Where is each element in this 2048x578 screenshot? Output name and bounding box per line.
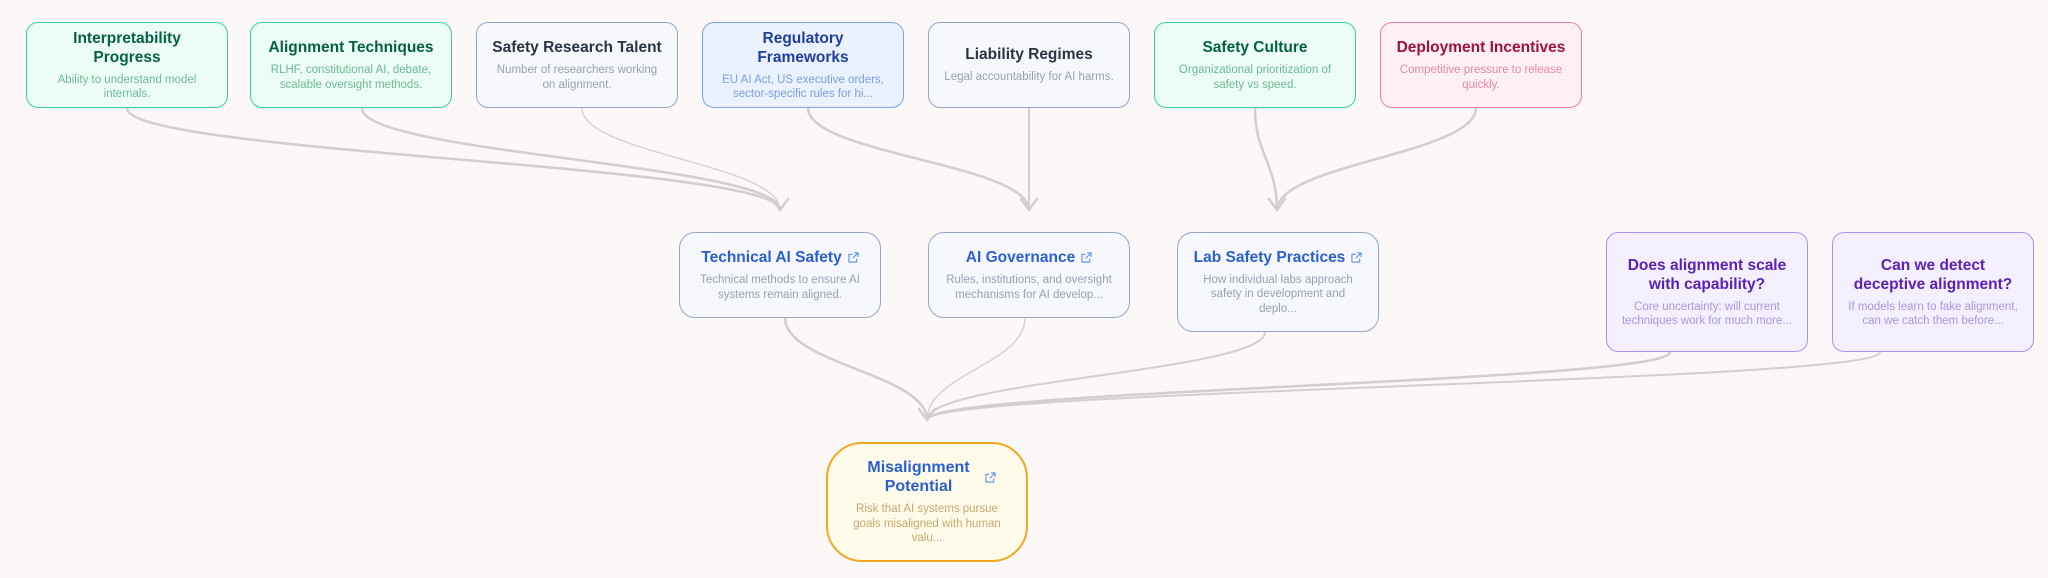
node-title: Safety Culture [1202, 39, 1308, 56]
node-title: Technical AI Safety [701, 249, 842, 266]
edge-deceptive-alignment-to-misalignment [926, 351, 1881, 421]
arrowhead-lab-practices [1267, 197, 1287, 212]
node-safety-culture[interactable]: Safety Culture Organizational prioritiza… [1154, 22, 1356, 108]
node-title: Liability Regimes [965, 46, 1093, 64]
arrowhead-technical-safety [770, 197, 790, 212]
node-title: Does alignment scale with capability? [1627, 256, 1787, 293]
node-title: Safety Research Talent [492, 39, 662, 56]
edge-interpretability-to-technical-safety [125, 106, 782, 212]
node-description: How individual labs approach safety in d… [1203, 273, 1353, 315]
edge-deployment-incentives-to-lab-practices [1275, 106, 1478, 212]
arrowhead-misalignment [917, 407, 937, 422]
node-ai-governance[interactable]: AI Governance Rules, institutions, and o… [928, 232, 1130, 318]
node-alignment-techniques[interactable]: Alignment Techniques RLHF, constitutiona… [250, 22, 452, 108]
edge-ai-governance-to-misalignment [926, 317, 1026, 421]
edge-alignment-scale-to-misalignment [925, 350, 1672, 422]
node-technical-ai-safety[interactable]: Technical AI Safety Technical methods to… [679, 232, 881, 318]
node-title: Deployment Incentives [1396, 39, 1566, 56]
node-title: Lab Safety Practices [1193, 248, 1346, 266]
edge-lab-practices-to-misalignment [926, 331, 1266, 421]
node-lab-safety-practices[interactable]: Lab Safety Practices How individual labs… [1177, 232, 1379, 332]
arrowhead-ai-governance [1019, 197, 1039, 212]
node-liability-regimes[interactable]: Liability Regimes Legal accountability f… [928, 22, 1130, 108]
node-title: Alignment Techniques [268, 39, 434, 56]
node-title: Interpretability Progress [73, 29, 181, 66]
node-description: Technical methods to ensure AI systems r… [700, 274, 860, 301]
external-link-icon[interactable] [1081, 252, 1092, 263]
node-title: Misalignment Potential [867, 459, 970, 496]
node-title: Can we detect deceptive alignment? [1853, 256, 2013, 293]
node-description: Risk that AI systems pursue goals misali… [853, 503, 1001, 545]
node-interpretability-progress[interactable]: Interpretability Progress Ability to und… [26, 22, 228, 108]
node-does-alignment-scale[interactable]: Does alignment scale with capability? Co… [1606, 232, 1808, 352]
node-description: Ability to understand model internals. [57, 73, 197, 101]
edge-regulatory-to-ai-governance [806, 106, 1031, 212]
node-description: If models learn to fake alignment, can w… [1848, 300, 2018, 328]
node-detect-deceptive-alignment[interactable]: Can we detect deceptive alignment? If mo… [1832, 232, 2034, 352]
edge-safety-culture-to-lab-practices [1253, 106, 1279, 212]
node-description: Rules, institutions, and oversight mecha… [946, 274, 1112, 301]
external-link-icon[interactable] [984, 472, 996, 483]
external-link-icon[interactable] [1351, 252, 1362, 263]
external-link-icon[interactable] [848, 252, 859, 263]
node-description: Organizational prioritization of safety … [1178, 64, 1332, 91]
node-description: Number of researchers working on alignme… [496, 64, 658, 91]
node-description: Competitive pressure to release quickly. [1399, 64, 1563, 91]
edge-technical-safety-to-misalignment [783, 316, 929, 422]
node-description: Legal accountability for AI harms. [944, 71, 1114, 84]
node-description: Core uncertainty: will current technique… [1621, 300, 1792, 328]
node-title: Regulatory Frameworks [757, 29, 849, 66]
edge-alignment-techniques-to-technical-safety [360, 106, 782, 212]
node-safety-research-talent[interactable]: Safety Research Talent Number of researc… [476, 22, 678, 108]
edge-safety-talent-to-technical-safety [581, 107, 781, 211]
node-description: EU AI Act, US executive orders, sector-s… [722, 73, 884, 101]
node-description: RLHF, constitutional AI, debate, scalabl… [270, 64, 432, 91]
node-misalignment-potential[interactable]: Misalignment Potential Risk that AI syst… [826, 442, 1028, 562]
node-deployment-incentives[interactable]: Deployment Incentives Competitive pressu… [1380, 22, 1582, 108]
node-title: AI Governance [965, 249, 1076, 266]
node-regulatory-frameworks[interactable]: Regulatory Frameworks EU AI Act, US exec… [702, 22, 904, 108]
